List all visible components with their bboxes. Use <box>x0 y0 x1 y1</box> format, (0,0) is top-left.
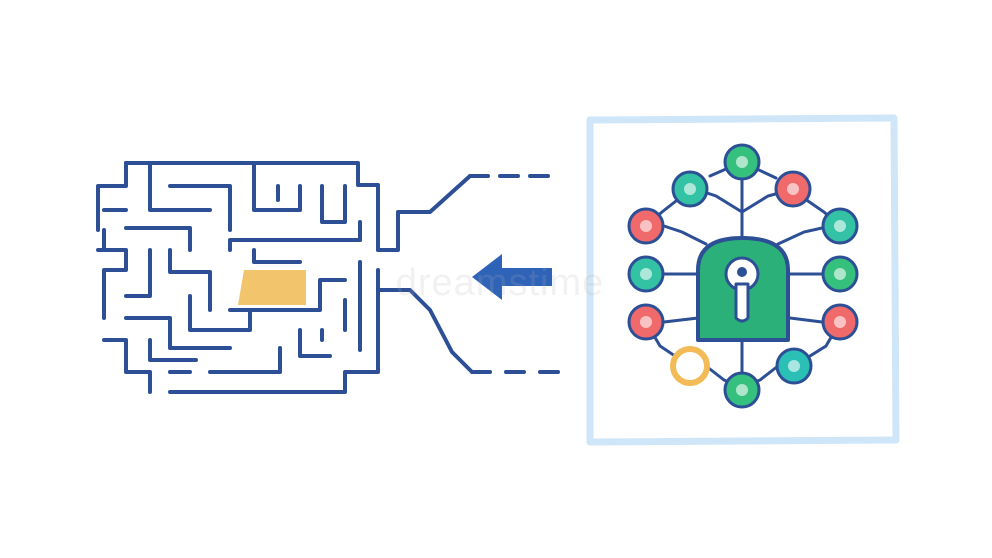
node-top <box>723 143 761 181</box>
frame-box <box>586 114 900 446</box>
node-lower-right <box>775 347 813 385</box>
node-left-1 <box>627 207 665 245</box>
lock-icon <box>696 236 790 342</box>
maze-icon <box>96 161 474 394</box>
node-left-3 <box>627 303 665 341</box>
arrow-left-icon <box>472 254 552 300</box>
dashed-connector <box>468 174 560 374</box>
node-right-1 <box>821 207 859 245</box>
node-right-2 <box>821 255 859 293</box>
node-bottom <box>723 371 761 409</box>
maze-highlight-cell <box>238 270 306 305</box>
node-lower-left <box>670 346 710 386</box>
node-right-3 <box>821 303 859 341</box>
node-upper-left <box>671 170 709 208</box>
node-left-2 <box>627 255 665 293</box>
node-upper-right <box>774 170 812 208</box>
